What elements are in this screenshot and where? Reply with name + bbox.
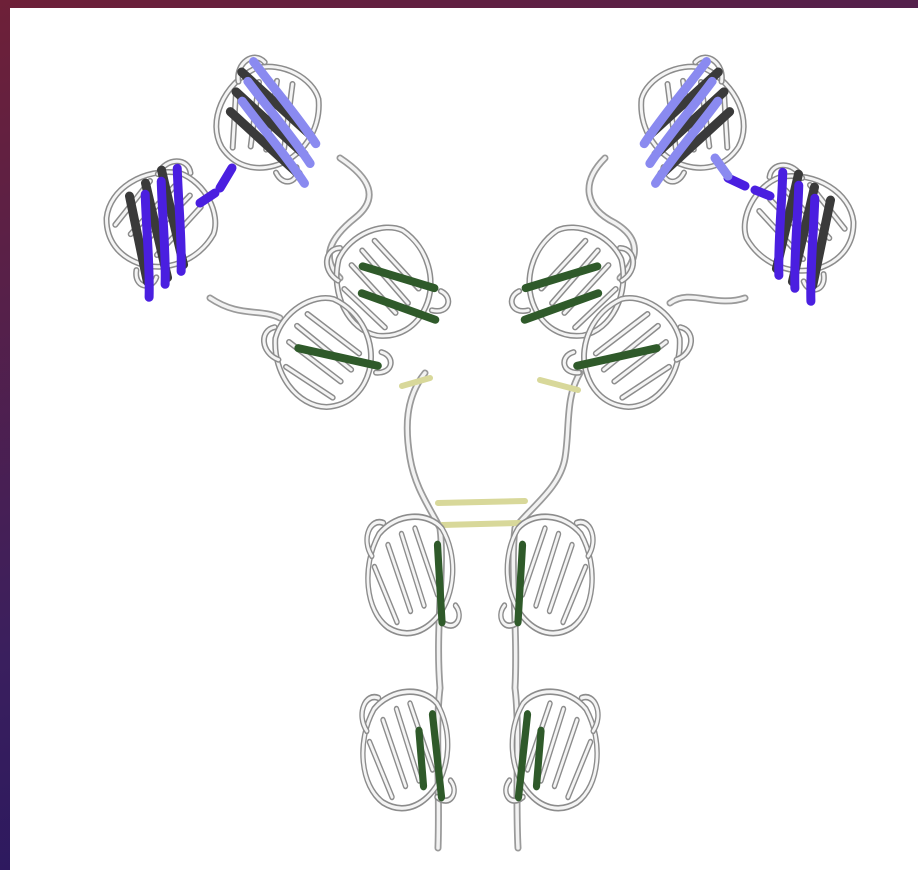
ch1-domain-right — [507, 214, 639, 349]
interface-arrows-left — [200, 168, 232, 203]
antibody-ribbon-diagram — [10, 8, 918, 870]
vl-domain-right — [724, 158, 868, 305]
hinge-disulfide-lower — [442, 523, 520, 525]
vl-domain-left — [92, 154, 236, 301]
vh-domain-right — [610, 48, 761, 196]
hinge-disulfide-upper — [438, 501, 525, 503]
ch2-domain-left — [367, 517, 459, 633]
diagram-frame — [10, 8, 918, 870]
vh-domain-left — [199, 48, 350, 196]
interface-arrows-right — [715, 158, 770, 196]
interchain-disulfide-left — [402, 378, 430, 386]
